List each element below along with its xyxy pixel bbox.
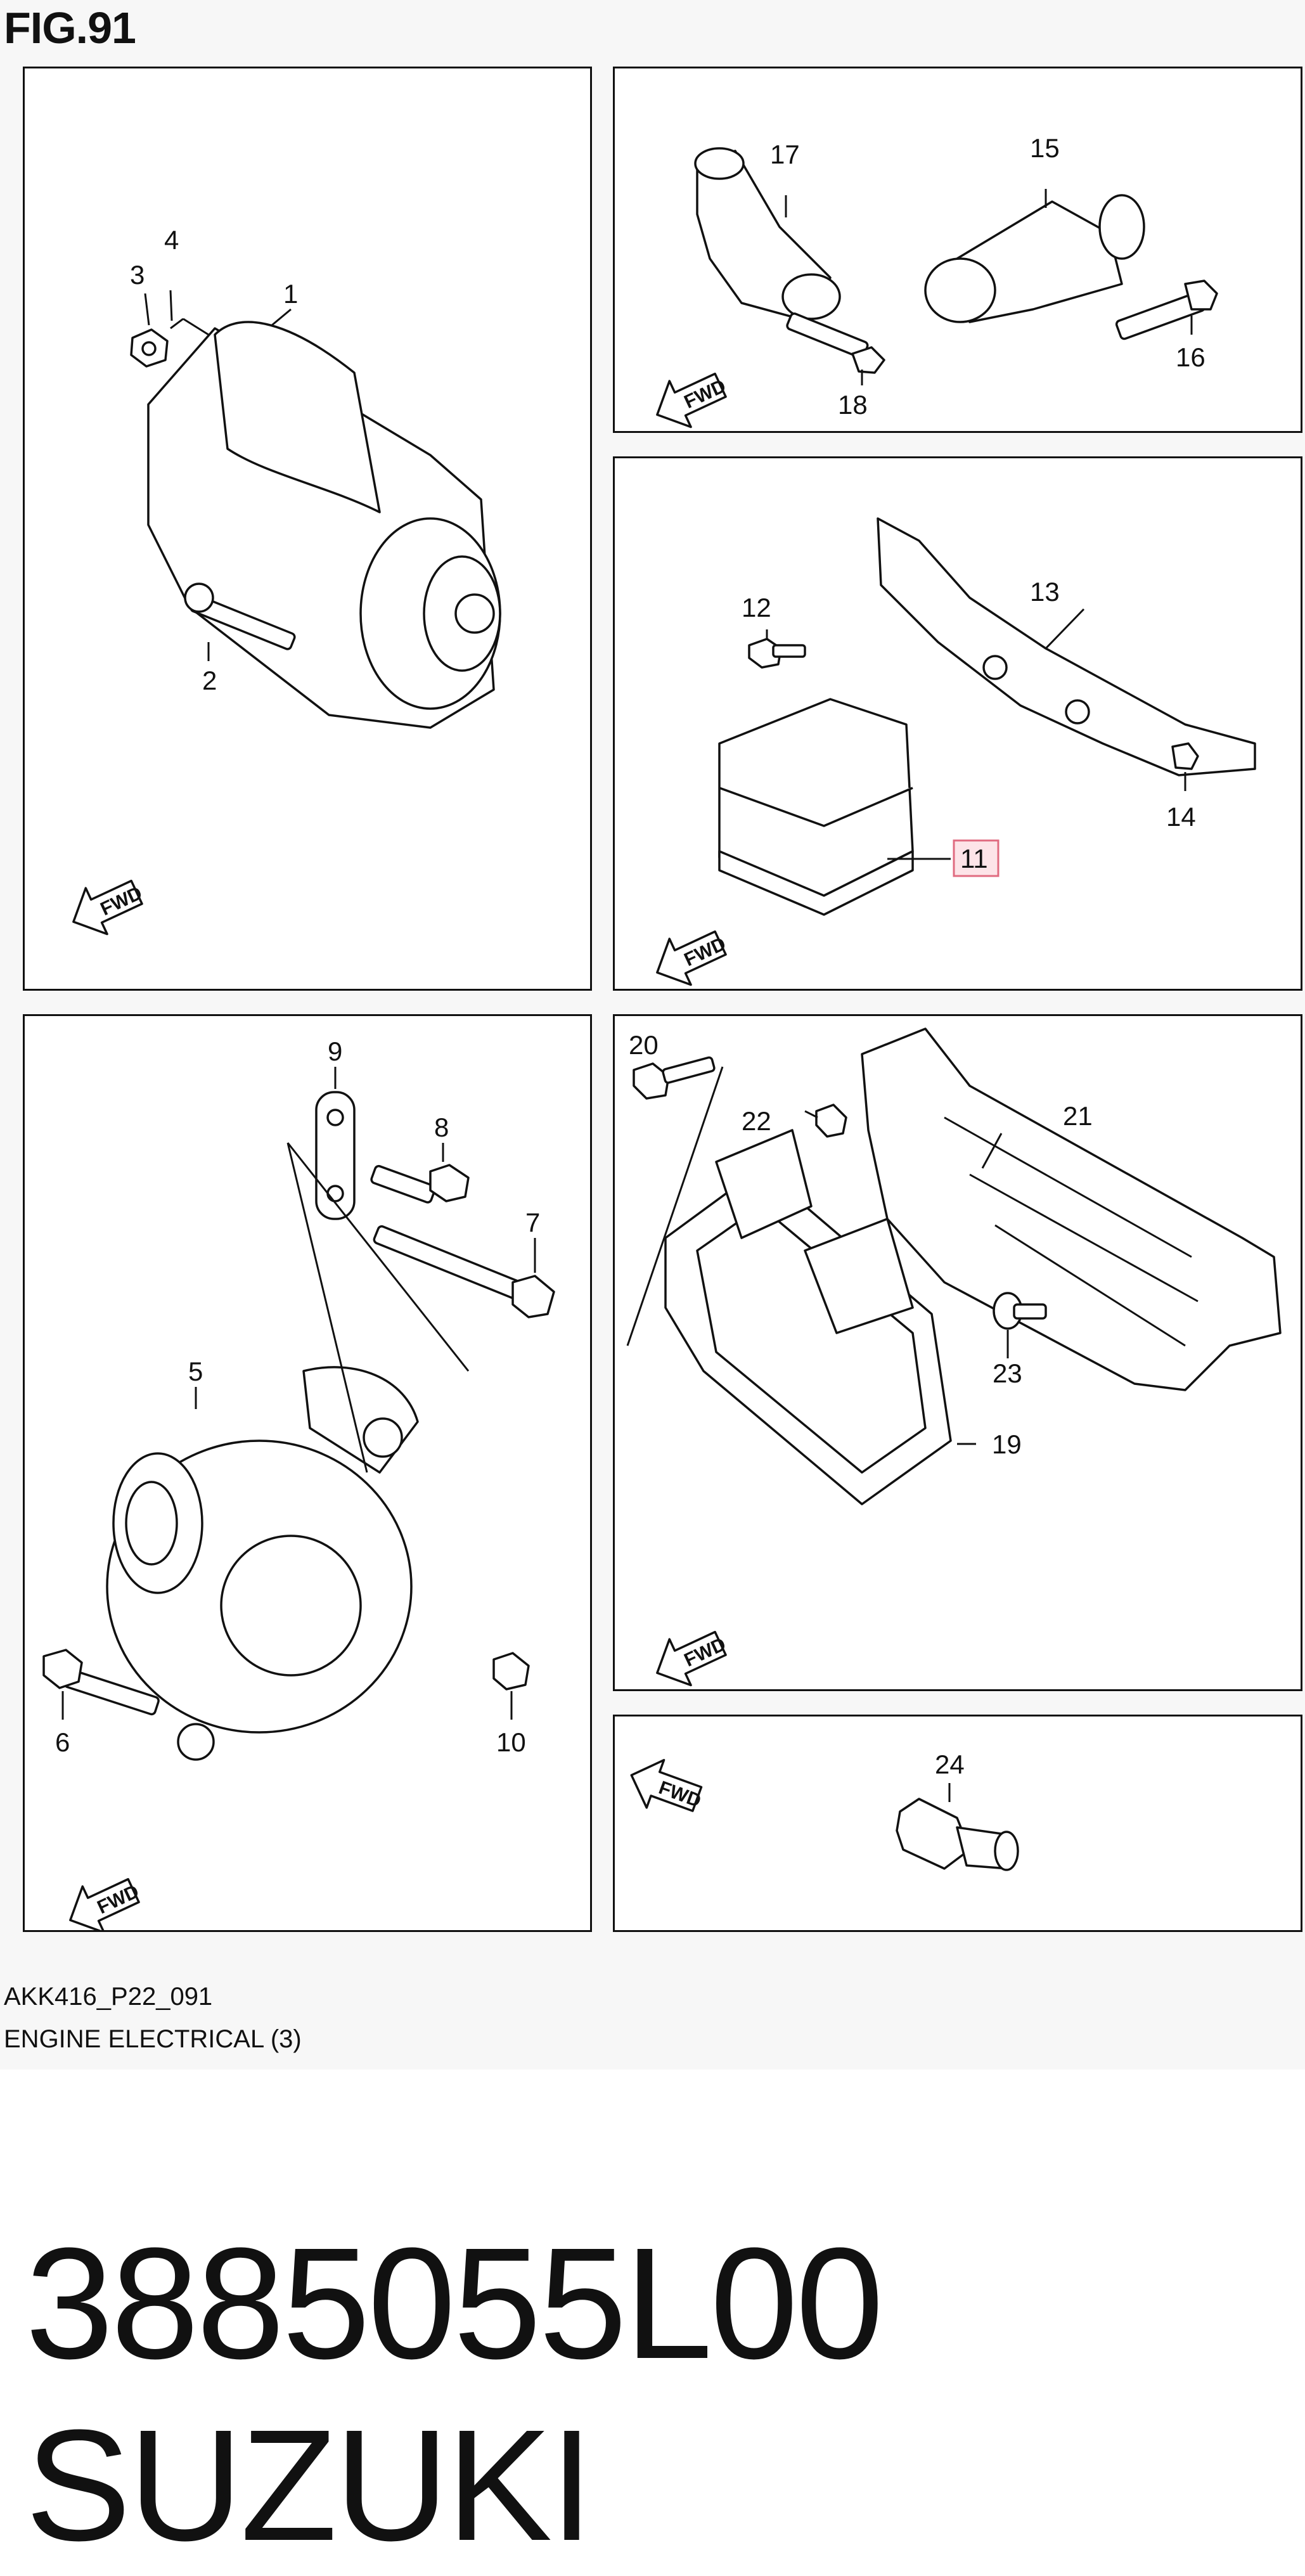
callout-24[interactable]: 24 (935, 1749, 965, 1779)
callout-12[interactable]: 12 (742, 593, 771, 622)
callout-1[interactable]: 1 (283, 279, 298, 309)
callout-14[interactable]: 14 (1166, 802, 1196, 832)
panel-sensor-24: FWD 24 (613, 1715, 1302, 1932)
fwd-arrow: FWD (630, 1758, 704, 1812)
callout-15[interactable]: 15 (1030, 133, 1060, 163)
sensors-drawing: 17 15 16 18 FWD (656, 133, 1218, 428)
callout-4[interactable]: 4 (164, 225, 179, 255)
alternator-5 (106, 1366, 419, 1761)
fwd-arrow: FWD (656, 372, 729, 428)
callout-5[interactable]: 5 (188, 1356, 203, 1386)
callout-19[interactable]: 19 (992, 1429, 1022, 1459)
callout-7[interactable]: 7 (525, 1208, 540, 1237)
figure-title: FIG.91 (4, 3, 136, 53)
diagram-sheet: FIG.91 4 (4, 3, 1302, 2053)
sensor-24-drawing: FWD 24 (630, 1749, 1019, 1871)
part-number: 3885055L00 (25, 2215, 884, 2392)
bolt-14 (1171, 742, 1199, 770)
brand-name: SUZUKI (25, 2397, 594, 2573)
bolt-12 (748, 638, 806, 669)
module-11 (718, 698, 914, 916)
callout-6[interactable]: 6 (55, 1727, 70, 1757)
callout-22[interactable]: 22 (742, 1106, 771, 1136)
callout-18[interactable]: 18 (838, 390, 868, 420)
callout-13[interactable]: 13 (1030, 577, 1060, 607)
fwd-arrow: FWD (656, 1630, 729, 1687)
callout-9[interactable]: 9 (328, 1036, 342, 1066)
diagram-reference-code: AKK416_P22_091 (4, 1983, 213, 2011)
callout-10[interactable]: 10 (496, 1727, 526, 1757)
callout-3[interactable]: 3 (130, 260, 145, 290)
ecm-drawing: 20 22 21 23 19 FWD (626, 1027, 1282, 1687)
alternator-drawing: 9 8 7 5 6 10 FWD (42, 1036, 555, 1930)
bolt-7 (373, 1225, 555, 1318)
ecm-19 (664, 1129, 952, 1505)
bolt-6 (42, 1649, 160, 1716)
panel-ecm: 20 22 21 23 19 FWD (613, 1014, 1302, 1691)
bolt-16 (1115, 280, 1218, 340)
nut-3 (130, 328, 169, 368)
footer-caption: 3885055L00SUZUKI (25, 2212, 1305, 2576)
panel-alternator: 9 8 7 5 6 10 FWD (23, 1014, 592, 1932)
fwd-arrow: FWD (69, 1877, 142, 1930)
sensor-17 (694, 147, 841, 323)
callout-11-highlight (953, 839, 1000, 877)
bracket-21 (861, 1027, 1282, 1391)
nut-10 (492, 1652, 530, 1690)
bolt-18 (786, 312, 885, 374)
callout-8[interactable]: 8 (434, 1112, 449, 1142)
starter-motor-drawing: 4 3 1 2 FWD (72, 225, 501, 936)
callout-2[interactable]: 2 (202, 666, 217, 695)
spacer-9 (315, 1091, 356, 1220)
panel-starter-motor: 4 3 1 2 FWD (23, 67, 592, 991)
control-module-drawing: 12 13 11 14 FWD (656, 517, 1256, 986)
callout-21[interactable]: 21 (1063, 1101, 1093, 1131)
callout-16[interactable]: 16 (1176, 342, 1205, 372)
sensor-15 (924, 194, 1145, 323)
panel-sensors: 17 15 16 18 FWD (613, 67, 1302, 433)
fwd-arrow: FWD (656, 930, 729, 986)
callout-11[interactable]: 11 (960, 844, 988, 873)
fwd-arrow: FWD (72, 879, 145, 936)
callout-17[interactable]: 17 (770, 139, 800, 169)
sensor-24 (896, 1798, 1019, 1871)
diagram-section-name: ENGINE ELECTRICAL (3) (4, 2025, 302, 2053)
nut-22 (815, 1104, 847, 1138)
bolt-20 (633, 1056, 716, 1100)
panel-control-module: 12 13 11 14 FWD (613, 456, 1302, 991)
bolt-8 (370, 1164, 470, 1204)
bolt-2 (184, 583, 296, 650)
starter-motor-part (147, 318, 501, 729)
callout-20[interactable]: 20 (629, 1030, 659, 1060)
callout-23[interactable]: 23 (993, 1358, 1022, 1388)
bolt-23 (993, 1292, 1047, 1330)
bracket-13 (877, 517, 1256, 776)
